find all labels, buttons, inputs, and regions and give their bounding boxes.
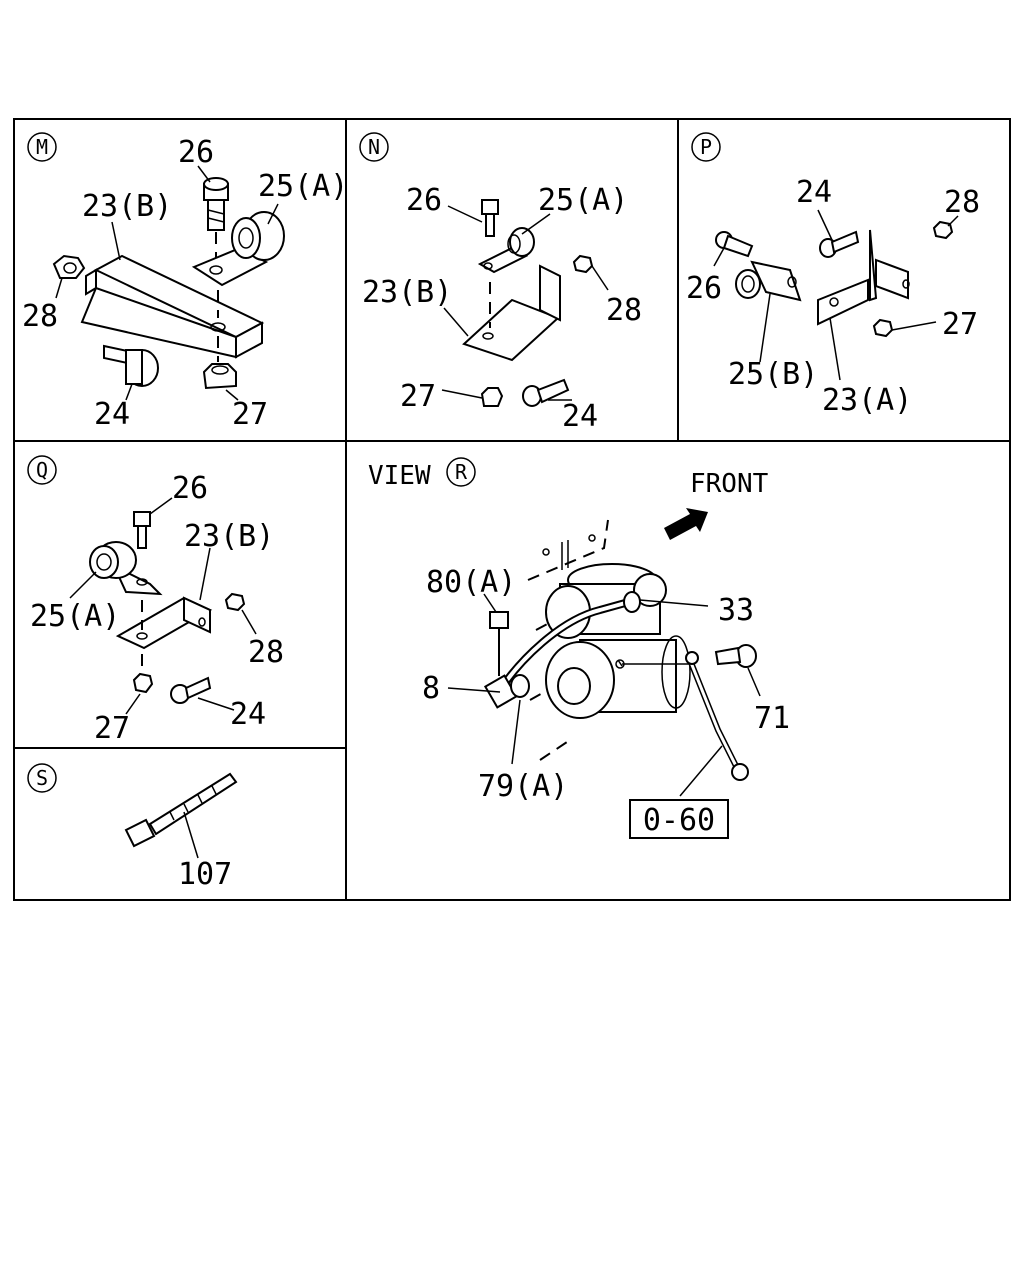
panel-q: Q <box>27 455 284 746</box>
callout-28: 28 <box>606 293 642 328</box>
panel-marker-q: Q <box>27 455 57 485</box>
panel-s: S 107 <box>27 763 238 892</box>
panel-marker-n: N <box>359 132 389 162</box>
panel-marker-s: S <box>27 763 57 793</box>
nut-27 <box>132 672 154 694</box>
panel-marker-p: P <box>691 132 721 162</box>
callout-28: 28 <box>944 185 980 220</box>
starter-motor <box>545 563 691 719</box>
callout-8: 8 <box>422 671 440 706</box>
callout-107: 107 <box>178 857 232 892</box>
bracket-23b <box>80 254 265 359</box>
panel-n: N 26 <box>359 132 642 434</box>
callout-27: 27 <box>94 711 130 746</box>
callout-24: 24 <box>230 697 266 732</box>
front-arrow-icon <box>664 508 708 540</box>
panel-r: VIEW R FRONT <box>368 457 790 839</box>
bolt-26 <box>715 231 754 258</box>
front-label: FRONT <box>690 469 769 499</box>
callout-28: 28 <box>22 299 58 334</box>
clamp-25a <box>191 211 285 287</box>
clamp-25a <box>477 227 535 274</box>
panel-marker-r: R <box>446 457 476 487</box>
callout-33: 33 <box>718 593 754 628</box>
bolt-24 <box>819 230 860 258</box>
nut-27 <box>202 363 237 390</box>
callout-71: 71 <box>754 701 790 736</box>
callout-26: 26 <box>686 271 722 306</box>
bolt-80a <box>489 611 509 676</box>
svg-text:0-60: 0-60 <box>643 803 715 838</box>
panel-p: P <box>686 132 980 418</box>
reference-box-0-60[interactable]: 0-60 <box>629 799 729 839</box>
nut-28 <box>52 254 86 279</box>
callout-80a: 80(A) <box>426 565 516 600</box>
bolt-24 <box>170 676 212 704</box>
callout-25a: 25(A) <box>258 169 348 204</box>
ground-strap <box>685 651 749 781</box>
svg-text:Q: Q <box>36 458 48 482</box>
callout-24: 24 <box>562 399 598 434</box>
cable-tie-107 <box>124 772 238 848</box>
callout-23a: 23(A) <box>822 383 912 418</box>
svg-text:M: M <box>36 135 48 159</box>
clamp-25b <box>735 260 802 302</box>
callout-27: 27 <box>232 397 268 432</box>
bracket-23b <box>462 264 561 362</box>
callout-24: 24 <box>796 175 832 210</box>
bolt-24 <box>103 344 159 387</box>
nut-28 <box>932 220 954 240</box>
panel-marker-m: M <box>27 132 57 162</box>
bracket-23b <box>115 596 213 650</box>
callout-27: 27 <box>942 307 978 342</box>
callout-79a: 79(A) <box>478 769 568 804</box>
panel-m: M <box>22 132 348 432</box>
callout-23b: 23(B) <box>184 519 274 554</box>
callout-27: 27 <box>400 379 436 414</box>
callout-26: 26 <box>406 183 442 218</box>
nut-28 <box>224 592 246 612</box>
callout-24: 24 <box>94 397 130 432</box>
bolt-71 <box>714 644 757 668</box>
panel-grid <box>13 118 1011 901</box>
svg-text:S: S <box>36 766 48 790</box>
bolt-26 <box>481 199 499 237</box>
view-title: VIEW <box>368 461 431 491</box>
bolt-26 <box>133 511 151 549</box>
callout-28: 28 <box>248 635 284 670</box>
svg-text:R: R <box>455 460 468 484</box>
bracket-23a <box>817 229 910 326</box>
clamp-25a <box>89 541 163 596</box>
callout-26: 26 <box>172 471 208 506</box>
callout-25a: 25(A) <box>30 599 120 634</box>
engine-outline <box>527 519 609 761</box>
callout-23b: 23(B) <box>82 189 172 224</box>
nut-28 <box>572 254 594 274</box>
nut-27 <box>480 387 504 407</box>
svg-text:N: N <box>368 135 380 159</box>
callout-23b: 23(B) <box>362 275 452 310</box>
cable-clamp-79a <box>483 674 530 709</box>
bolt-24 <box>522 378 570 407</box>
svg-text:P: P <box>700 135 712 159</box>
callout-25b: 25(B) <box>728 357 818 392</box>
callout-26: 26 <box>178 135 214 170</box>
bolt-26 <box>203 177 229 231</box>
callout-25a: 25(A) <box>538 183 628 218</box>
nut-27 <box>872 318 894 338</box>
